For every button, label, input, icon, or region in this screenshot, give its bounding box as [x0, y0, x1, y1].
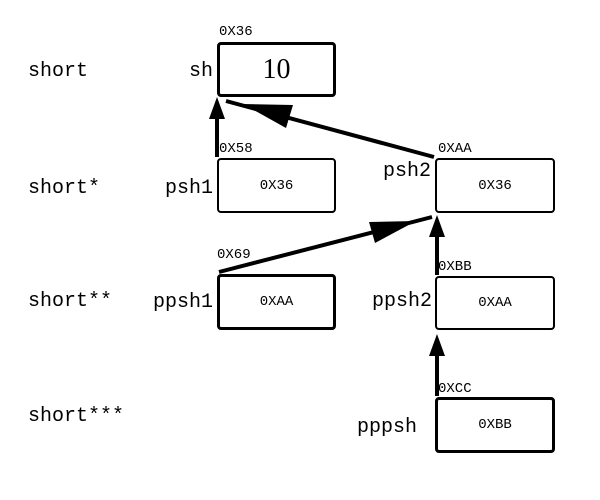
box-value-sh: 10 — [262, 53, 291, 85]
box-value-ppsh2: 0XAA — [478, 295, 512, 311]
var-label-pppsh: pppsh — [356, 416, 417, 439]
type-label-short-pptr: short** — [28, 290, 113, 313]
arrow-ppsh1-to-psh2 — [218, 215, 433, 274]
arrow-psh1-to-sh — [209, 97, 225, 157]
var-label-ppsh2: ppsh2 — [371, 290, 432, 313]
var-label-ppsh1: ppsh1 — [152, 291, 213, 314]
memory-box-psh1: 0X36 — [217, 158, 336, 213]
box-value-psh1: 0X36 — [259, 177, 294, 194]
var-label-psh1: psh1 — [164, 177, 213, 200]
arrow-psh2-to-sh — [225, 99, 435, 159]
arrow-ppsh2-to-psh2 — [429, 215, 445, 275]
box-value-pppsh: 0XBB — [478, 417, 512, 433]
address-label-sh: 0X36 — [219, 24, 253, 40]
box-value-ppsh1: 0XAA — [259, 294, 294, 310]
memory-box-pppsh: 0XBB — [435, 397, 555, 453]
address-label-ppsh2: 0XBB — [438, 259, 472, 275]
memory-box-sh: 10 — [217, 42, 336, 97]
type-label-short-ptr: short* — [28, 177, 101, 200]
box-value-psh2: 0X36 — [478, 177, 512, 194]
memory-box-psh2: 0X36 — [435, 158, 555, 213]
memory-box-ppsh1: 0XAA — [217, 274, 336, 330]
address-label-psh2: 0XAA — [438, 141, 472, 157]
type-label-short: short — [28, 60, 89, 83]
var-label-psh2: psh2 — [382, 160, 431, 183]
memory-box-ppsh2: 0XAA — [435, 276, 555, 330]
address-label-ppsh1: 0X69 — [217, 247, 251, 263]
address-label-pppsh: 0XCC — [438, 381, 472, 397]
address-label-psh1: 0X58 — [219, 141, 253, 157]
var-label-sh: sh — [188, 60, 213, 83]
arrow-pppsh-to-ppsh2 — [429, 334, 445, 396]
type-label-short-ppptr: short*** — [28, 405, 125, 428]
